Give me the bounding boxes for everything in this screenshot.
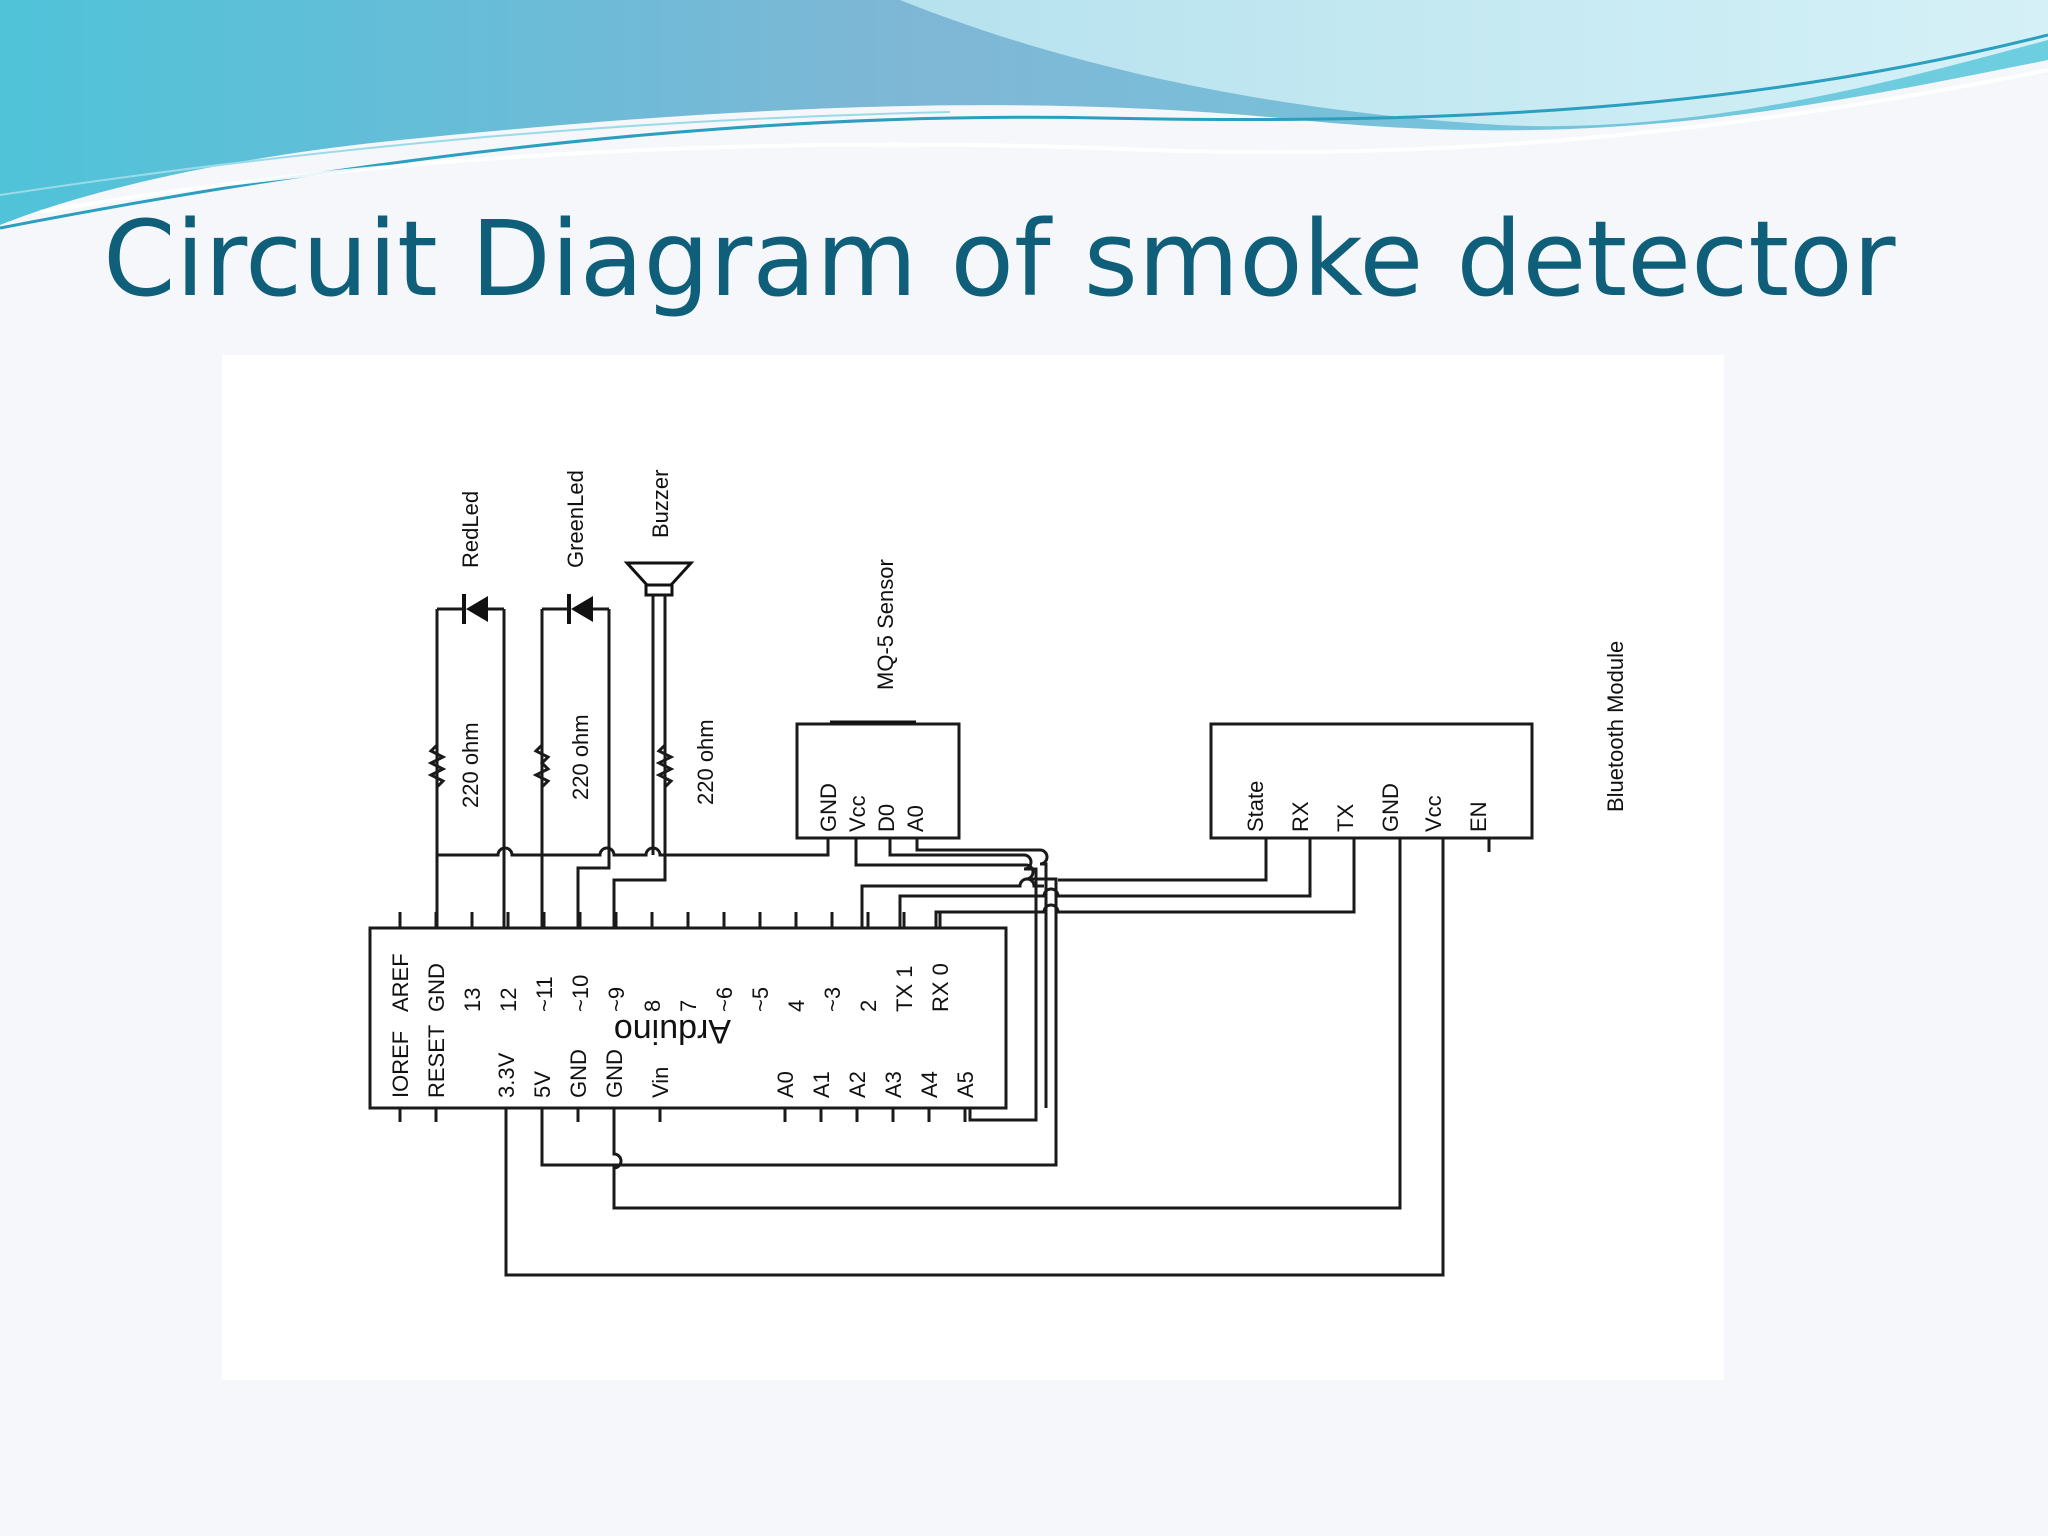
arduino-bottom-pin-label: A1 [809, 1071, 834, 1098]
label-red-led: RedLed [458, 491, 483, 568]
arduino-top-pin-label: 12 [496, 988, 521, 1012]
bluetooth-pin-label: RX [1288, 801, 1313, 832]
bluetooth-module-box [1209, 722, 1534, 840]
mq5-sensor-box [795, 722, 961, 840]
label-bluetooth: Bluetooth Module [1603, 641, 1628, 812]
red-led-symbol [437, 594, 504, 624]
arduino-bottom-pin-label: A3 [881, 1071, 906, 1098]
sensor-pin-label: A0 [903, 805, 928, 832]
bluetooth-pin-label: GND [1378, 783, 1403, 832]
arduino-bottom-pin-label: A2 [845, 1071, 870, 1098]
arduino-top-pin-label: 4 [784, 1000, 809, 1012]
arduino-bottom-pin-label: A4 [917, 1071, 942, 1098]
arduino-top-pin-label: 13 [460, 988, 485, 1012]
buzzer-symbol [623, 561, 695, 597]
arduino-bottom-pin-label: GND [566, 1049, 591, 1098]
bluetooth-pin-label: Vcc [1421, 795, 1446, 832]
arduino-top-pin-label: ~11 [532, 976, 557, 1012]
slide-title: Circuit Diagram of smoke detector [103, 198, 1896, 320]
bluetooth-pin-label: State [1243, 781, 1268, 832]
arduino-top-pin-label: RX 0 [928, 963, 953, 1012]
arduino-top-pin-label: 7 [676, 1000, 701, 1012]
label-buzzer: Buzzer [648, 470, 673, 538]
label-green-led: GreenLed [563, 470, 588, 568]
arduino-bottom-pin-label: 5V [530, 1071, 555, 1098]
bluetooth-pin-label: TX [1333, 804, 1358, 832]
label-resistor-1: 220 ohm [458, 722, 483, 808]
arduino-top-pin-label: 2 [856, 1000, 881, 1012]
arduino-label: Arduino [614, 1012, 731, 1050]
arduino-bottom-pins: IOREF RESET 3.3V 5V GND GND Vin A0 A1 A2 A3 A4 A5 [388, 1025, 978, 1122]
arduino-bottom-pin-label: RESET [424, 1025, 449, 1098]
arduino-top-pin-label: TX 1 [892, 966, 917, 1012]
arduino-bottom-pin-label: A0 [773, 1071, 798, 1098]
arduino-top-pin-label: GND [424, 963, 449, 1012]
label-resistor-3: 220 ohm [693, 719, 718, 805]
arduino-bottom-pin-label: GND [602, 1049, 627, 1098]
arduino-bottom-pin-label: 3.3V [494, 1052, 519, 1098]
arduino-bottom-pin-label: A5 [953, 1071, 978, 1098]
bluetooth-pin-label: EN [1466, 801, 1491, 832]
arduino-top-pin-label: ~5 [748, 987, 773, 1012]
sensor-pin-label: GND [816, 783, 841, 832]
sensor-pin-label: D0 [874, 804, 899, 832]
arduino-top-pin-label: ~10 [568, 975, 593, 1012]
arduino-top-pin-label: 8 [640, 1000, 665, 1012]
sensor-pin-label: Vcc [845, 795, 870, 832]
top-wave-light [900, 0, 2048, 127]
label-sensor: MQ-5 Sensor [873, 559, 898, 690]
arduino-top-pin-label: AREF [388, 953, 413, 1012]
arduino-bottom-pin-label: Vin [648, 1067, 673, 1098]
green-led-symbol [542, 594, 609, 624]
arduino-top-pin-label: ~9 [604, 987, 629, 1012]
label-resistor-2: 220 ohm [568, 714, 593, 800]
arduino-top-pin-label: ~6 [712, 987, 737, 1012]
arduino-top-pin-label: ~3 [820, 987, 845, 1012]
arduino-board [368, 926, 1008, 1110]
bluetooth-pins: State RX TX GND Vcc EN [1243, 781, 1491, 852]
arduino-bottom-pin-label: IOREF [388, 1031, 413, 1098]
